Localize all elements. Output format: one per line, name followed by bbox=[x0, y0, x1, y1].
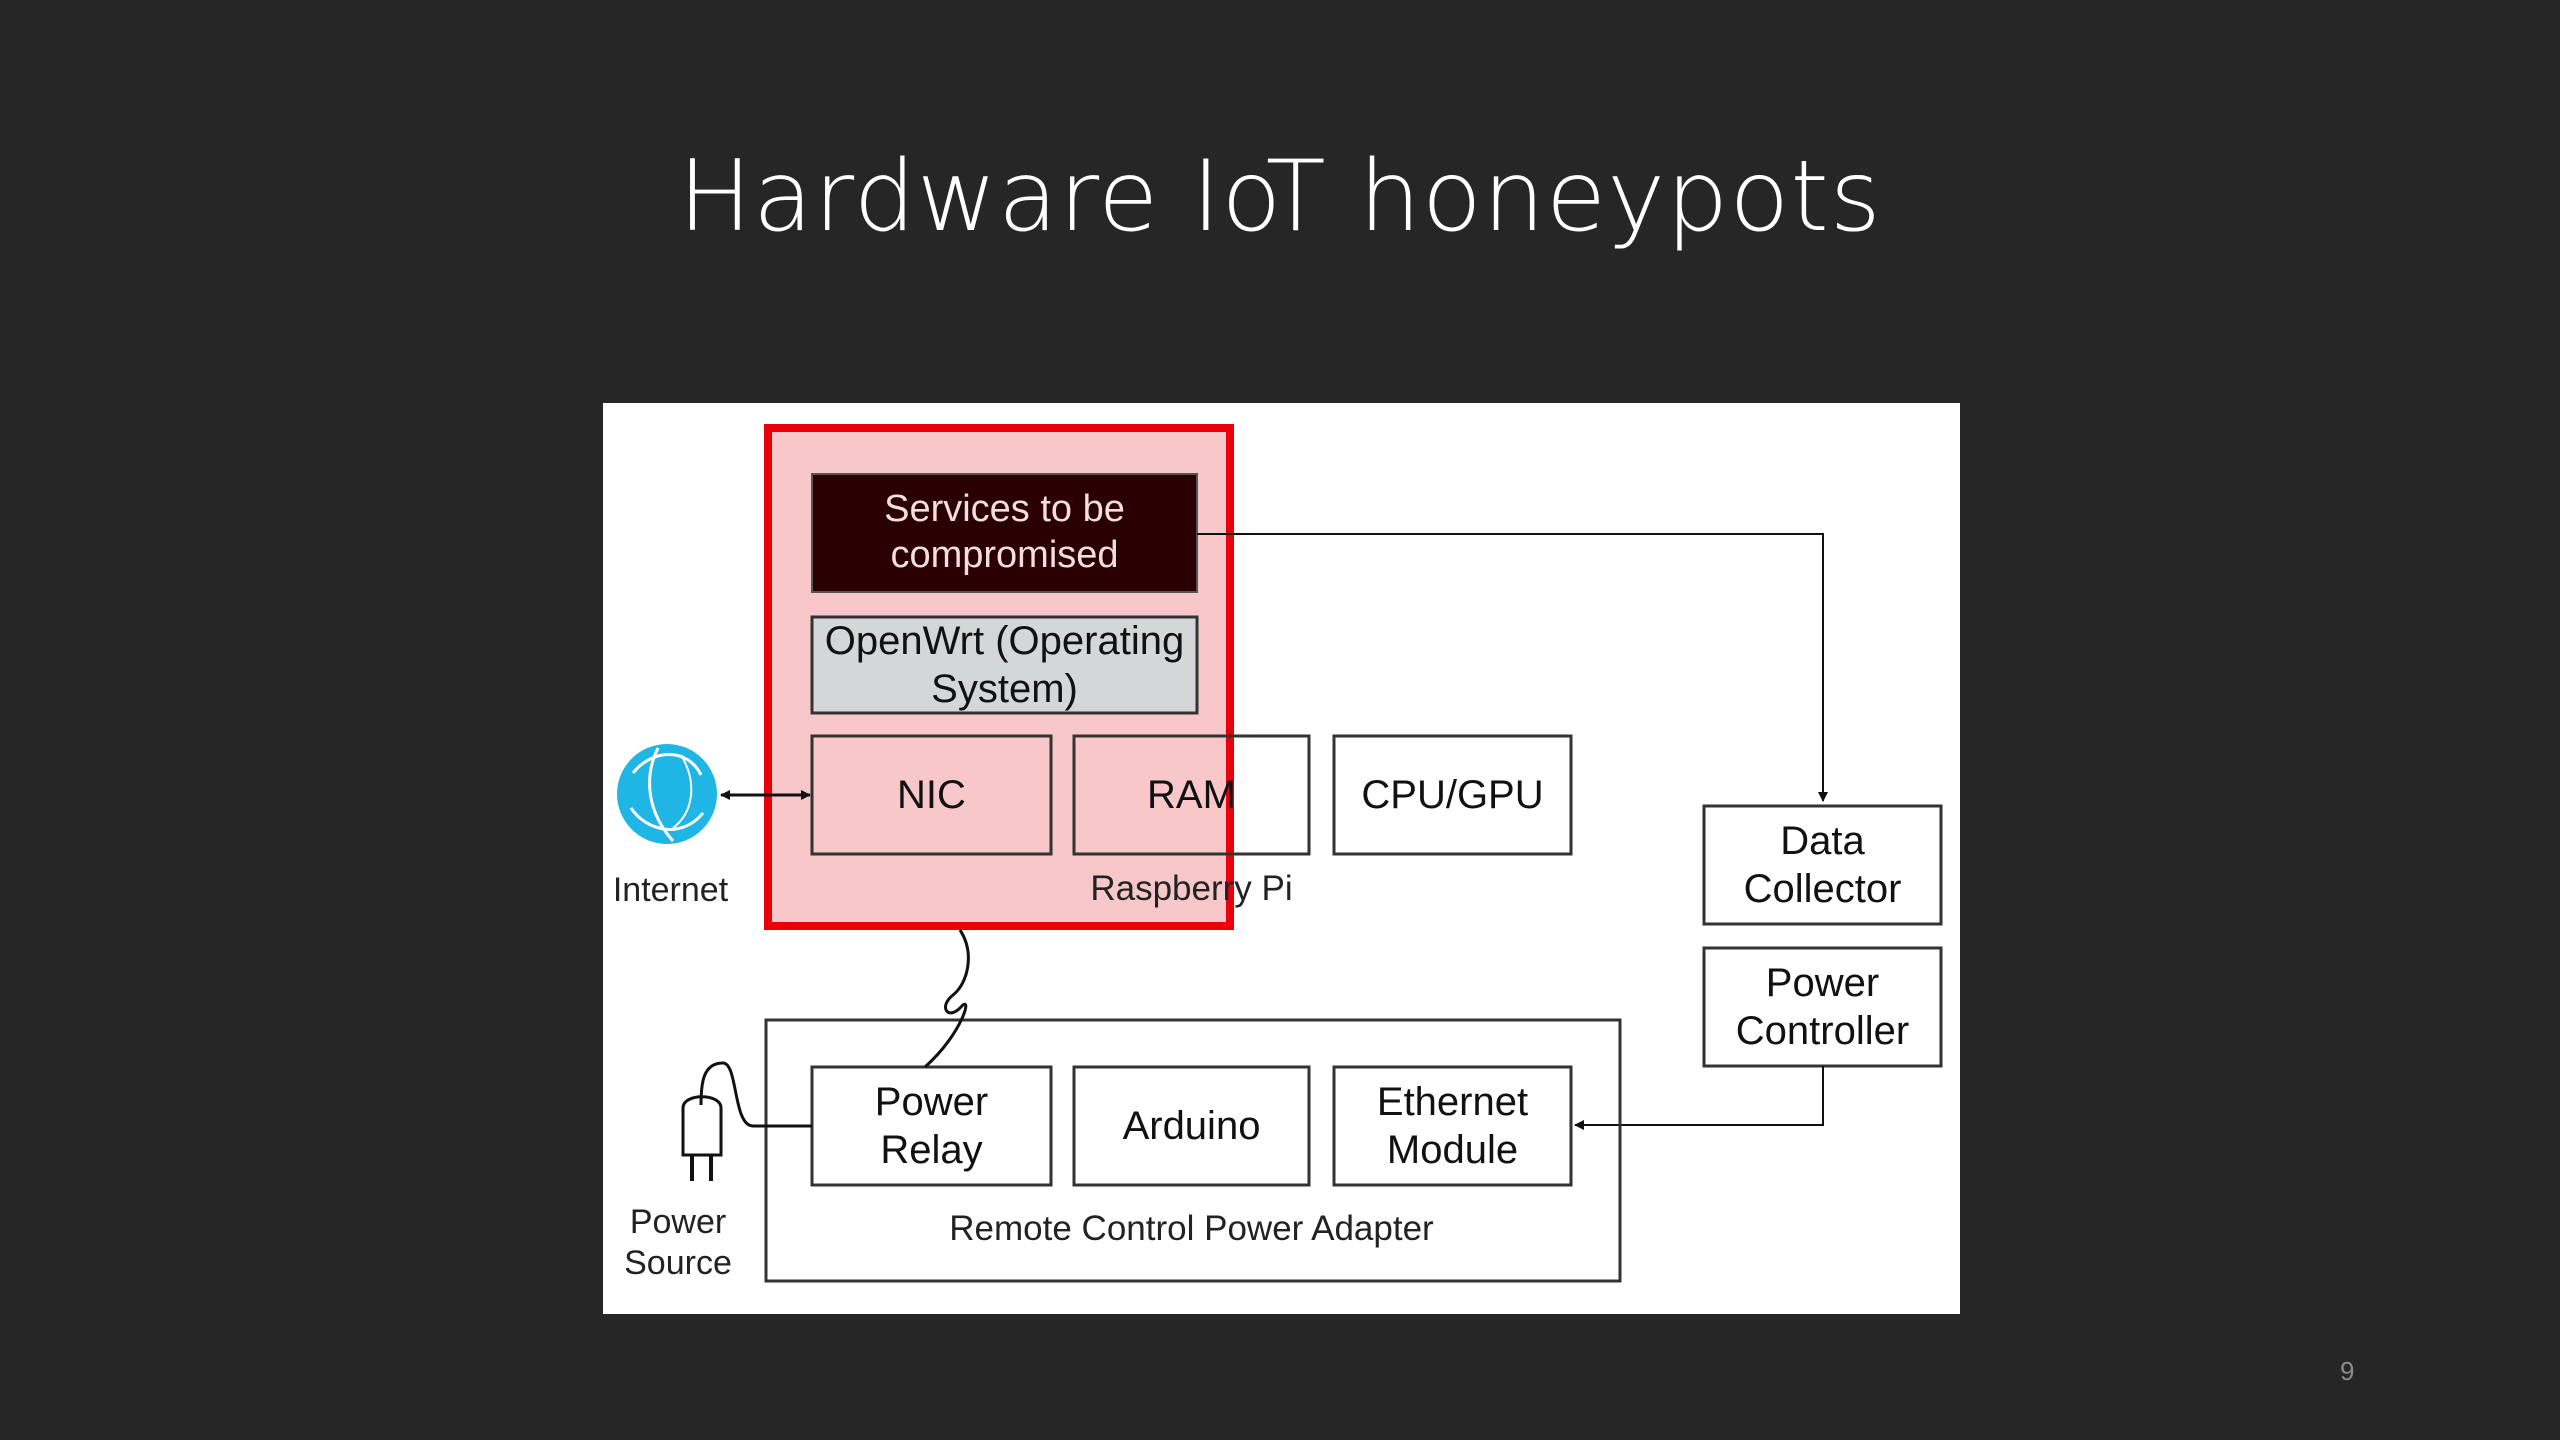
services-box bbox=[811, 473, 1198, 593]
data-collector-box bbox=[1702, 804, 1943, 926]
nic-box bbox=[810, 734, 1053, 856]
power-source-line1: Power bbox=[629, 1203, 727, 1242]
data-collector-line2: Collector bbox=[1743, 867, 1902, 911]
architecture-diagram: Services to be compromised OpenWrt (Oper… bbox=[603, 403, 1960, 1314]
power-controller-line1: Power bbox=[1765, 961, 1880, 1005]
services-label: Services to be compromised bbox=[884, 488, 1125, 576]
nic-label: NIC bbox=[897, 773, 966, 817]
arduino-box bbox=[1072, 1065, 1311, 1187]
power-adapter-box bbox=[764, 1018, 1622, 1283]
power-controller-line2: Controller bbox=[1735, 1009, 1910, 1053]
ethernet-label: Ethernet Module bbox=[1334, 1067, 1571, 1185]
ethernet-line1: Ethernet bbox=[1376, 1080, 1529, 1124]
cpu-box bbox=[1332, 734, 1573, 856]
data-collector-line1: Data bbox=[1780, 819, 1865, 863]
controller-to-ethernet-arrow bbox=[1574, 1066, 1824, 1130]
power-relay-line2: Relay bbox=[880, 1128, 983, 1172]
ethernet-line2: Module bbox=[1386, 1128, 1519, 1172]
diagram-graphics bbox=[617, 424, 1943, 1283]
power-source-line2: Source bbox=[624, 1244, 732, 1282]
arduino-label: Arduino bbox=[1122, 1104, 1261, 1148]
power-source-label: Power Source bbox=[613, 1193, 743, 1293]
os-label: OpenWrt (Operating System) bbox=[824, 619, 1185, 711]
page-number: 9 bbox=[2340, 1356, 2355, 1386]
cpu-label: CPU/GPU bbox=[1361, 773, 1544, 817]
power-plug-icon bbox=[681, 1061, 812, 1181]
slide-title: Hardware IoT honeypots bbox=[678, 140, 1882, 254]
power-relay-line1: Power bbox=[874, 1080, 989, 1124]
power-controller-label: Power Controller bbox=[1704, 948, 1941, 1066]
services-to-collector-arrow bbox=[1197, 533, 1828, 802]
pi-relay-cable bbox=[923, 929, 970, 1069]
os-box bbox=[810, 615, 1199, 715]
globe-icon bbox=[617, 744, 717, 844]
internet-label: Internet bbox=[612, 870, 729, 909]
ethernet-box bbox=[1332, 1065, 1573, 1187]
adapter-label: Remote Control Power Adapter bbox=[949, 1209, 1434, 1248]
ram-label: RAM bbox=[1147, 773, 1236, 817]
ram-box bbox=[1072, 734, 1311, 856]
data-collector-label: Data Collector bbox=[1704, 806, 1941, 924]
power-relay-label: Power Relay bbox=[812, 1067, 1051, 1185]
raspberry-pi-label: Raspberry Pi bbox=[1090, 869, 1293, 908]
